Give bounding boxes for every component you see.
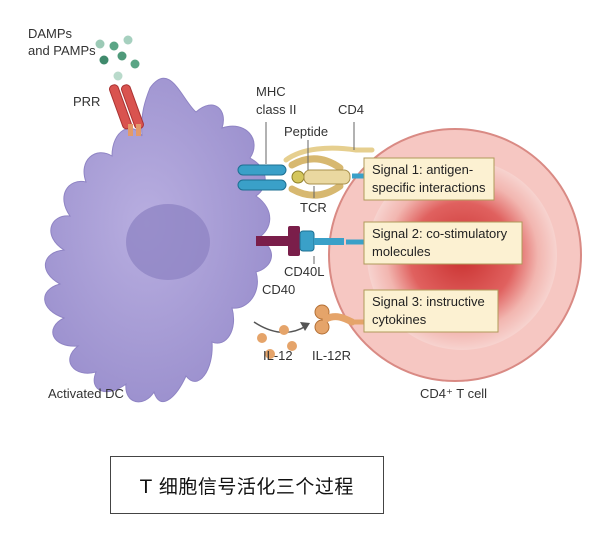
mhc-class-ii [237,164,305,191]
dendritic-cell [44,78,272,403]
cd4-coreceptor [283,145,375,163]
leader-lines [265,122,355,264]
damp-dot [123,35,133,45]
cd40-label: CD40 [262,282,295,297]
caption-box: T 细胞信号活化三个过程 [110,456,384,514]
signal-1-line-2: specific interactions [372,180,486,195]
cd4-t-cell-label: CD4⁺ T cell [420,386,487,401]
damp-dot [113,71,123,81]
cd4-label: CD4 [338,102,364,117]
damp-pamp-particles [95,35,140,81]
il12-molecule [279,325,289,335]
tcr-label: TCR [300,200,327,215]
mhc-label-line-2: class II [256,102,296,117]
damp-dot [99,55,109,65]
cd40-cd40l-complex [256,226,344,256]
prr-receptor [109,84,144,136]
cytokine-signal [253,321,310,359]
il12r-label: IL-12R [312,348,351,363]
signal-box-1: Signal 1: antigen- specific interactions [363,157,495,201]
il12-molecule [257,333,267,343]
damps-label-line-1: DAMPs [28,26,73,41]
caption-text: T 细胞信号活化三个过程 [140,475,354,498]
peptide-molecule [291,170,305,184]
cd40l-label: CD40L [284,264,324,279]
signal-2-line-2: molecules [372,244,431,259]
tcr-receptor [288,155,351,199]
damp-dot [109,41,119,51]
il12-molecule [265,349,275,359]
signal-box-3: Signal 3: instructive cytokines [363,289,499,333]
damp-dot [117,51,127,61]
il12-label: IL-12 [263,348,293,363]
dendritic-cell-nucleus [126,204,210,280]
prr-label: PRR [73,94,100,109]
peptide-label: Peptide [284,124,328,139]
damp-dot [130,59,140,69]
damp-dot [95,39,105,49]
activated-dc-label: Activated DC [48,386,124,401]
signal-box-2: Signal 2: co-stimulatory molecules [363,221,523,265]
signal-1-line-1: Signal 1: antigen- [372,162,473,177]
il12-molecule [287,341,297,351]
il12-receptor [314,304,356,335]
mhc-label-line-1: MHC [256,84,286,99]
signal-2-line-1: Signal 2: co-stimulatory [372,226,508,241]
damps-label-line-2: and PAMPs [28,43,96,58]
signal-3-line-1: Signal 3: instructive [372,294,485,309]
signal-3-line-2: cytokines [372,312,427,327]
